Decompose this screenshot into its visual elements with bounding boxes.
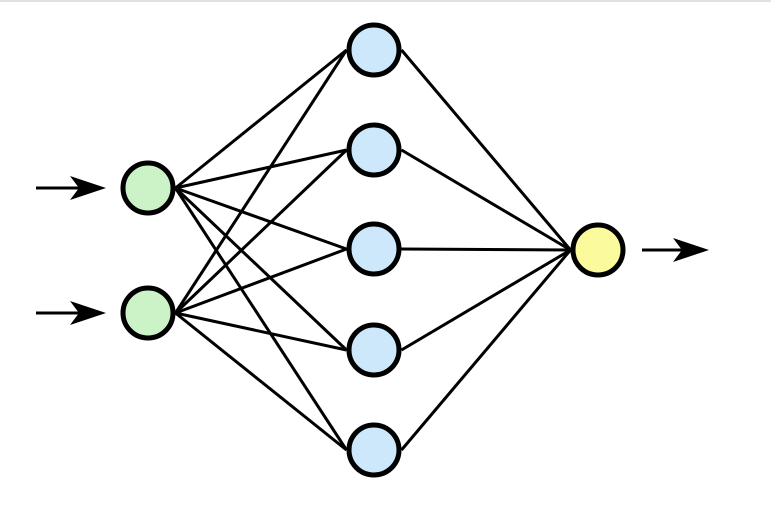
edge-input-1-hidden-4 [174, 186, 348, 352]
edge-input-2-hidden-4 [175, 311, 347, 352]
edge-hidden-4-output-1 [400, 248, 572, 352]
edge-input-1-hidden-1 [174, 48, 348, 190]
edge-hidden-2-output-1 [400, 148, 572, 252]
edge-input-1-hidden-2 [175, 148, 347, 190]
edge-input-2-hidden-3 [174, 247, 348, 315]
edge-input-2-hidden-2 [174, 148, 348, 315]
hidden-3-node [346, 221, 402, 277]
input-arrow-2-head [70, 301, 106, 325]
window-top-edge [0, 0, 771, 2]
edge-hidden-3-output-1 [401, 247, 571, 252]
edge-input-2-hidden-5 [174, 311, 348, 452]
input-1-node [120, 160, 176, 216]
input-arrow-1-head [70, 176, 106, 200]
output-arrow-head [673, 238, 709, 262]
edge-input-1-hidden-5 [174, 187, 348, 451]
edge-input-2-hidden-1 [174, 49, 348, 314]
hidden-2-node [346, 122, 402, 178]
hidden-4-node [346, 322, 402, 378]
hidden-1-node [346, 22, 402, 78]
input-2-node [120, 285, 176, 341]
edge-hidden-1-output-1 [400, 49, 572, 251]
output-1-node [570, 222, 626, 278]
edge-input-1-hidden-3 [174, 186, 348, 251]
edge-hidden-5-output-1 [400, 249, 572, 451]
hidden-5-node [346, 422, 402, 478]
